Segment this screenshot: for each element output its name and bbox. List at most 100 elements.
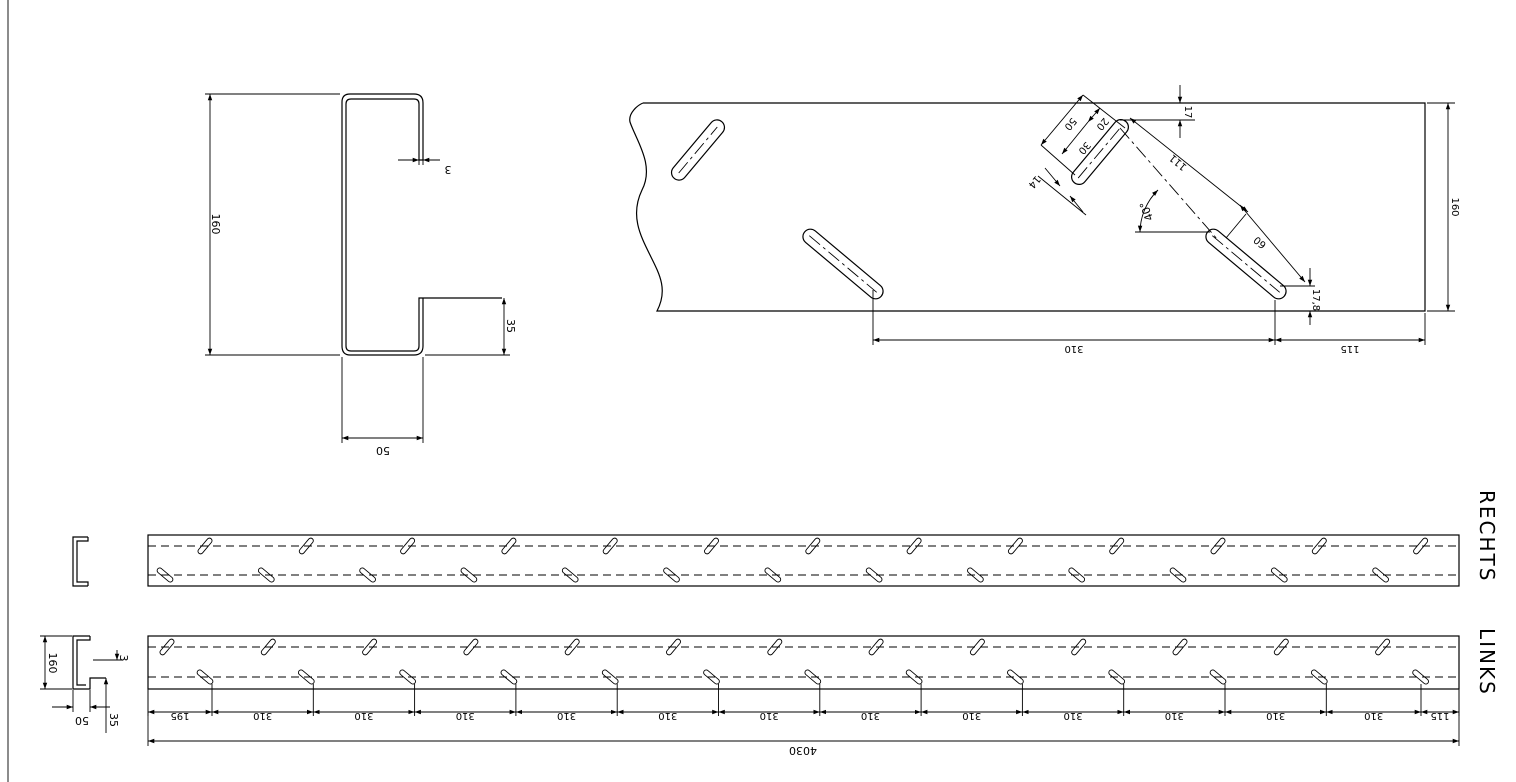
dim-14: 14 [1026,173,1043,190]
beam-slot [156,567,174,583]
beam-slot [1172,638,1188,656]
detail-slot [1071,119,1129,185]
beam-slot [297,669,315,685]
dim-mini-lip: 35 [107,713,120,727]
dim-111: 111 [1168,152,1190,173]
dim-17: 17 [1182,106,1193,119]
dim-mini-thickness: 3 [117,655,130,662]
beam-slot [1169,567,1187,583]
beam-slot [967,567,984,583]
beam-slot [865,567,883,583]
beam-slot [1068,567,1086,583]
beam-slot [564,638,580,656]
mini-profile-icon [72,635,106,690]
dim-chain: 195 [170,710,189,721]
beam-slot [1375,638,1391,656]
label-rechts: RECHTS [1475,490,1499,582]
dim-chain: 310 [1064,710,1083,721]
dim-total-length: 4030 [789,744,817,757]
beam-rechts [72,534,1460,587]
beam-slot [1311,537,1327,555]
beam-slot [666,638,681,656]
slot-detail-view: 40° 111 60 17 17,8 50 20 30 14 160 [629,85,1460,354]
beam-slot [1372,567,1389,583]
label-links: LINKS [1475,628,1499,696]
dim-section-lip: 35 [504,319,517,333]
beam-slot [906,537,922,555]
beam-slot [1413,537,1429,555]
beam-slot [1209,669,1227,685]
beam-slot [601,669,619,685]
dim-angle: 40° [1137,200,1156,223]
beam-slot [561,567,579,583]
dim-chain: 310 [1165,710,1184,721]
beam-slot [463,638,479,656]
beam-slot [805,537,821,555]
beam-slot [1007,537,1023,555]
beam-slot [703,669,720,685]
dim-chain: 310 [962,710,981,721]
dim-chain: 310 [1266,710,1285,721]
dim-chain: 310 [253,710,272,721]
beam-slot [257,567,275,583]
dim-detail-height: 160 [1449,197,1460,216]
c-profile-section: 160 35 50 3 [205,93,517,457]
dim-chain: 310 [861,710,880,721]
beam-slot [159,638,175,656]
beam-rechts-outline [147,534,1460,587]
beam-slot [1109,537,1125,555]
beam-slot [197,537,213,555]
beam-links-outline [147,635,1460,690]
beam-slot [500,669,518,685]
dim-section-width: 50 [376,444,390,457]
beam-slot [764,567,782,583]
dim-chain: 310 [1364,710,1383,721]
beam-slot [1310,669,1328,685]
dim-detail-pitch: 310 [1064,343,1083,354]
beam-slot [905,669,923,685]
dim-mini-height: 160 [46,653,59,674]
beam-slot [1273,638,1289,656]
beam-slot [1270,567,1288,583]
dim-chain: 310 [456,710,475,721]
beam-slot [969,638,985,656]
beam-slot [704,537,719,555]
beam-slot [196,669,214,685]
profile-outline-outer [341,93,502,356]
detail-slot [802,228,884,300]
beam-slot [868,638,884,656]
beam-slot [767,638,783,656]
beam-slot [362,638,378,656]
beam-slot [501,537,517,555]
beam-slot [400,537,416,555]
beam-slot [1412,669,1429,685]
dim-chain: 310 [658,710,677,721]
dim-section-thickness: 3 [445,163,452,176]
detail-slot [670,119,726,181]
detail-outline [629,102,1426,312]
beam-slot [602,537,618,555]
beam-slot [804,669,822,685]
beam-slot [1108,669,1126,685]
dim-section-height: 160 [209,214,222,235]
dim-chain: 310 [557,710,576,721]
beam-slot [260,638,276,656]
beam-slot [399,669,416,685]
dim-chain: 310 [760,710,779,721]
dim-chain: 115 [1430,710,1449,721]
beam-slot [298,537,314,555]
beam-slot [1210,537,1226,555]
beam-links: 160 50 35 3 195 310 310 310 310 310 310 310 310 3… [40,635,1460,757]
dim-detail-end: 115 [1340,343,1359,354]
dim-20: 20 [1094,115,1111,132]
beam-slot [1071,638,1087,656]
dim-17-8: 17,8 [1310,289,1321,311]
dim-mini-width: 50 [75,714,89,727]
dim-chain: 310 [354,710,373,721]
beam-slot [359,567,376,583]
beam-slot [460,567,478,583]
mini-c-icon [72,536,89,587]
beam-slot [663,567,680,583]
beam-slot [1007,669,1024,685]
